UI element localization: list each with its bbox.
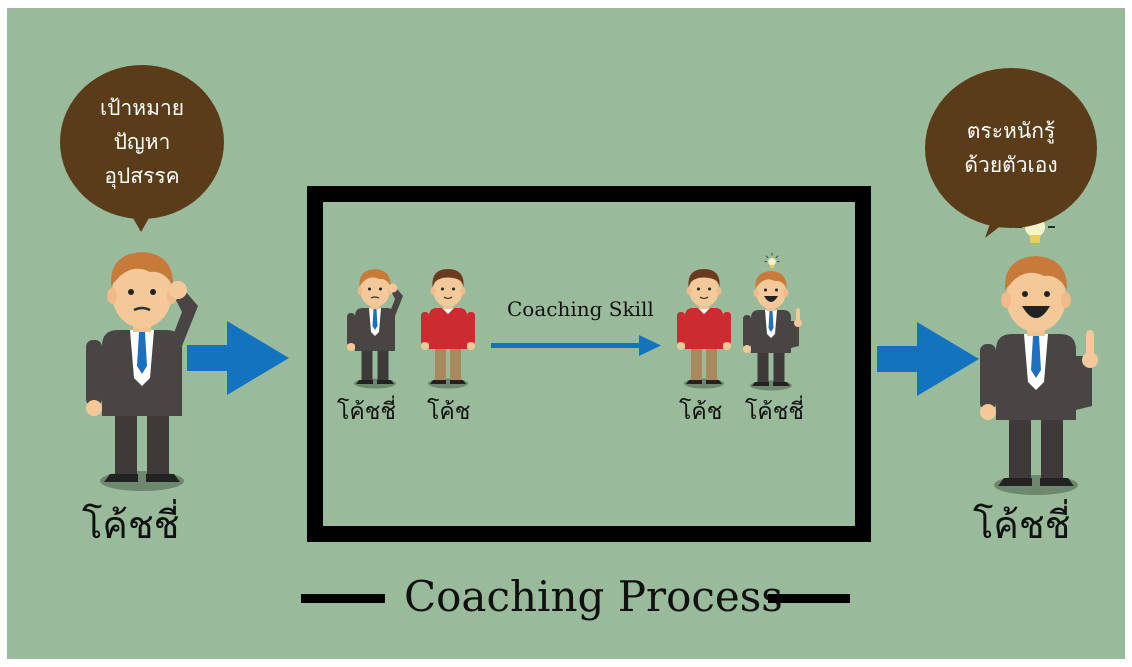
right-bubble-line-1: ตระหนักรู้ (966, 119, 1056, 143)
title-dash-right (768, 594, 850, 603)
coaching-skill-label: Coaching Skill (507, 297, 654, 321)
process-title: Coaching Process (404, 572, 783, 621)
right-coachee-label: โค้ชชี่ (973, 503, 1071, 547)
inner-label-coachee-right: โค้ชชี่ (745, 399, 804, 425)
coaching-frame (307, 186, 871, 542)
blue-arrow-icon (187, 321, 289, 395)
inner-label-coach-right: โค้ช (679, 399, 723, 425)
left-bubble-line-2: ปัญหา (113, 130, 171, 154)
blue-arrow-icon (877, 322, 979, 396)
inner-label-coach-left: โค้ช (427, 399, 471, 425)
left-coachee-label: โค้ชชี่ (82, 503, 180, 547)
right-bubble-line-2: ด้วยตัวเอง (964, 153, 1058, 177)
diagram-canvas: เป้าหมาย ปัญหา อุปสรรค ตระหนักรู้ ด้วยตั… (7, 8, 1125, 659)
right-speech-bubble: ตระหนักรู้ ด้วยตัวเอง (925, 68, 1097, 228)
left-bubble-line-1: เป้าหมาย (99, 96, 185, 120)
coaching-skill-arrow (491, 335, 661, 356)
left-bubble-line-3: อุปสรรค (104, 164, 180, 188)
title-dash-left (301, 594, 385, 603)
inner-label-coachee-left: โค้ชชี่ (337, 399, 396, 425)
left-speech-bubble: เป้าหมาย ปัญหา อุปสรรค (60, 65, 224, 219)
